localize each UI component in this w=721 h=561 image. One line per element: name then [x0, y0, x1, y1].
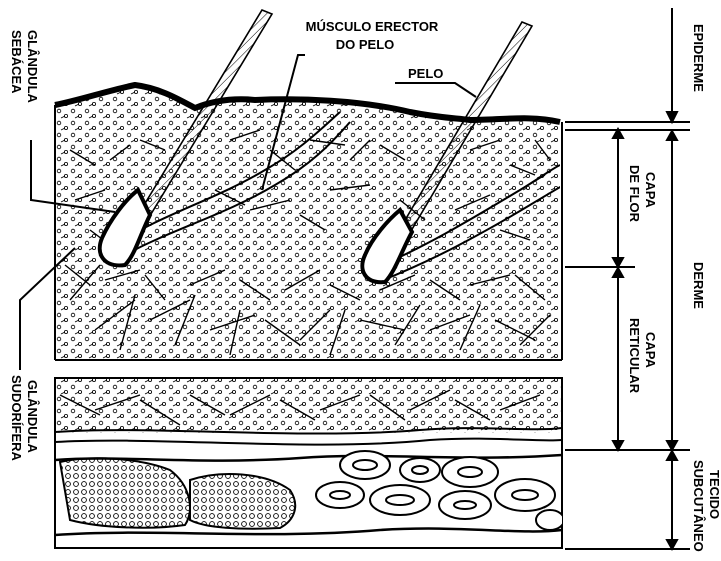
label-capa-flor-line2-wrap: DE FLOR — [627, 165, 642, 223]
label-tecido-line1: TECIDO — [707, 470, 721, 519]
label-derme: DERME — [691, 262, 706, 309]
label-glandula-sebacea-wrap: SEBÁCEA — [9, 30, 24, 94]
label-epiderme: EPIDERME — [691, 24, 706, 92]
label-derme-wrap: DERME — [691, 262, 706, 309]
label-glandula-sebacea-line2: SEBÁCEA — [9, 30, 24, 94]
label-capa-flor-line1: CAPA — [643, 172, 658, 208]
label-capa-reticular-line2: RETICULAR — [627, 318, 642, 394]
subcutaneous-block — [55, 378, 564, 548]
label-glandula-sudorifera: GLÂNDULA — [25, 380, 40, 454]
label-capa-ret-line1-wrap: CAPA — [643, 332, 658, 368]
label-capa-flor-line2: DE FLOR — [627, 165, 642, 223]
label-tecido-line2-wrap: SUBCUTÂNEO — [691, 460, 706, 552]
label-tecido-line1-wrap: TECIDO — [707, 470, 721, 519]
label-musculo-line1: MÚSCULO ERECTOR — [306, 19, 439, 34]
label-capa-flor-line1-wrap: CAPA — [643, 172, 658, 208]
label-capa-reticular-line1: CAPA — [643, 332, 658, 368]
label-glandula-sudorifera-line2: SUDORÍFERA — [9, 375, 24, 462]
label-glandula-sudorifera-line1: GLÂNDULA — [25, 380, 40, 454]
label-musculo-line2: DO PELO — [336, 37, 395, 52]
label-glandula-sudorifera-wrap: SUDORÍFERA — [9, 375, 24, 462]
label-pelo: PELO — [408, 66, 443, 81]
label-tecido-line2: SUBCUTÂNEO — [691, 460, 706, 552]
label-glandula-sebacea-line1: GLÂNDULA — [25, 30, 40, 104]
depth-scale — [565, 8, 690, 549]
label-capa-ret-line2-wrap: RETICULAR — [627, 318, 642, 394]
label-glandula-sebacea: GLÂNDULA — [25, 30, 40, 104]
label-epiderme-wrap: EPIDERME — [691, 24, 706, 92]
